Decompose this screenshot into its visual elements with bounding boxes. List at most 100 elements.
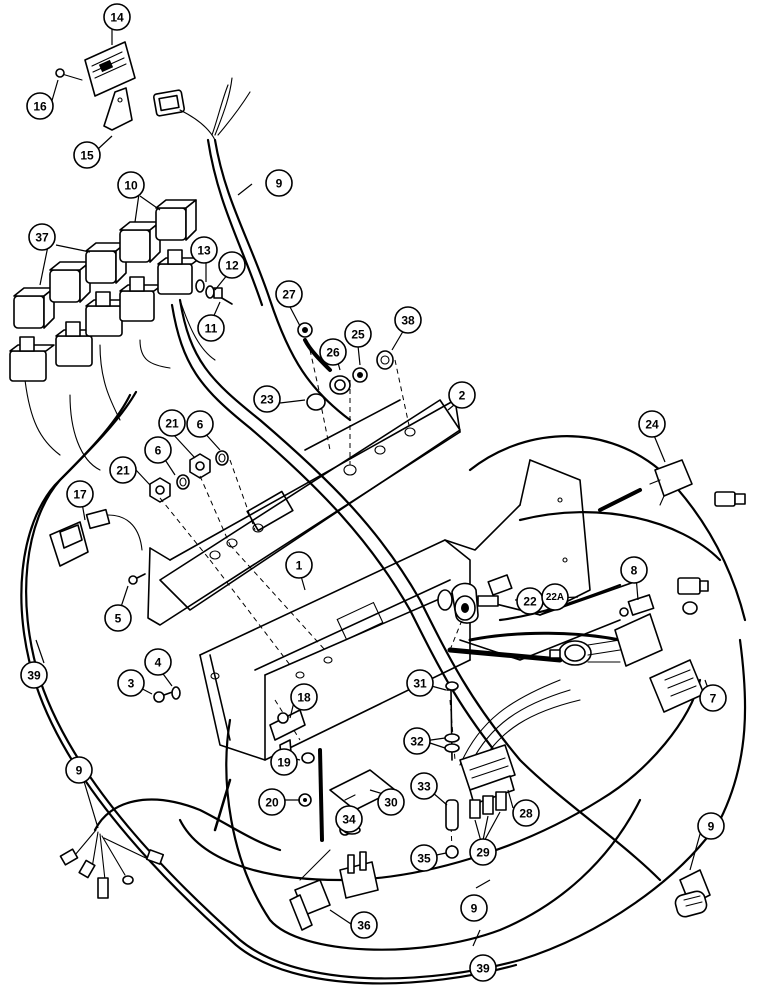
callout-circle — [190, 236, 218, 264]
callout-circle — [469, 838, 497, 866]
callout-label: 34 — [342, 813, 356, 827]
callout-label: 38 — [401, 314, 415, 328]
resistor-36 — [289, 825, 379, 931]
callout-c1: 1 — [285, 551, 313, 579]
callout-label: 11 — [205, 322, 218, 336]
callout-circle — [394, 306, 422, 334]
callout-label: 39 — [27, 669, 41, 683]
callout-label: 23 — [260, 393, 274, 407]
callout-c22: 22 — [516, 587, 544, 615]
callout-label: 9 — [471, 902, 478, 916]
console-shelf — [459, 459, 641, 661]
callout-bubbles: 1234566789999101112131415161718192021212… — [20, 3, 727, 982]
round-connector — [674, 869, 711, 918]
rocker-switch-17 — [49, 508, 143, 567]
callout-label: 19 — [277, 756, 291, 770]
callout-c23: 23 — [253, 385, 281, 413]
callout-c39b: 39 — [469, 954, 497, 982]
callout-circle — [410, 772, 438, 800]
callout-circle — [460, 894, 488, 922]
callout-circle — [448, 381, 476, 409]
callout-circle — [26, 92, 54, 120]
callout-circle — [469, 954, 497, 982]
callout-label: 8 — [631, 564, 638, 578]
callout-label: 21 — [165, 417, 179, 431]
callout-c3: 3 — [117, 669, 145, 697]
rotary-switch-7 — [549, 639, 621, 666]
callout-c34: 34 — [335, 805, 363, 833]
callout-label: 10 — [124, 179, 138, 193]
pigtail-harness-9 — [59, 798, 282, 899]
callout-label: 16 — [33, 100, 47, 114]
callout-label: 20 — [265, 796, 279, 810]
callout-circle — [186, 410, 214, 438]
callout-c9b: 9 — [65, 756, 93, 784]
callout-c20: 20 — [258, 788, 286, 816]
callout-c10: 10 — [117, 171, 145, 199]
callout-c25: 25 — [344, 320, 372, 348]
callout-c37: 37 — [28, 223, 56, 251]
callout-label: 26 — [326, 346, 340, 360]
callout-circle — [197, 314, 225, 342]
callout-label: 12 — [225, 259, 239, 273]
callout-circle — [144, 436, 172, 464]
callout-circle — [66, 480, 94, 508]
callout-c8: 8 — [620, 556, 648, 584]
lower-panel-1 — [199, 504, 521, 761]
connector-28 — [459, 744, 516, 805]
bolt-31-35 — [444, 681, 460, 859]
callout-c39a: 39 — [20, 661, 48, 689]
callout-label: 13 — [197, 244, 211, 258]
callout-c22a: 22A — [541, 583, 569, 611]
callout-circle — [275, 280, 303, 308]
callout-c6a: 6 — [144, 436, 172, 464]
callout-label: 5 — [115, 612, 122, 626]
callout-label: 21 — [116, 464, 130, 478]
callout-c21a: 21 — [109, 456, 137, 484]
callout-circle — [319, 338, 347, 366]
callout-circle — [104, 604, 132, 632]
callout-c2: 2 — [448, 381, 476, 409]
relay-sockets — [9, 249, 201, 382]
callout-circle — [144, 648, 172, 676]
callout-circle — [117, 669, 145, 697]
callout-label: 15 — [80, 149, 94, 163]
callout-c19: 19 — [270, 748, 298, 776]
callout-circle — [697, 812, 725, 840]
callout-c12: 12 — [218, 251, 246, 279]
callout-c24: 24 — [638, 410, 666, 438]
callout-c14: 14 — [103, 3, 131, 31]
screw-16 — [55, 68, 83, 81]
callout-c9a: 9 — [265, 169, 293, 197]
callout-label: 22 — [523, 595, 537, 609]
callout-circle — [253, 385, 281, 413]
relays-37-10 — [13, 199, 197, 329]
circuit-board-14 — [84, 41, 136, 97]
callout-circle — [28, 223, 56, 251]
callout-label: 9 — [276, 177, 283, 191]
callout-label: 31 — [413, 677, 427, 691]
callout-c32: 32 — [403, 727, 431, 755]
callout-label: 1 — [296, 559, 303, 573]
callout-circle — [20, 661, 48, 689]
callout-label: 2 — [459, 389, 466, 403]
callout-c5: 5 — [104, 604, 132, 632]
upper-harness-connector — [152, 77, 251, 141]
callout-circle — [218, 251, 246, 279]
callout-label: 6 — [155, 444, 162, 458]
callout-circle — [290, 683, 318, 711]
callout-label: 27 — [282, 288, 296, 302]
callout-c11: 11 — [197, 314, 225, 342]
callout-c27: 27 — [275, 280, 303, 308]
switches-6-21 — [149, 450, 229, 503]
callout-c30: 30 — [377, 788, 405, 816]
callout-label: 29 — [476, 846, 490, 860]
callout-c28: 28 — [512, 799, 540, 827]
callout-label: 9 — [708, 820, 715, 834]
callout-label: 30 — [384, 796, 398, 810]
callout-circle — [270, 748, 298, 776]
screws-3-5 — [128, 573, 181, 703]
callout-label: 39 — [476, 962, 490, 976]
callout-c9d: 9 — [460, 894, 488, 922]
